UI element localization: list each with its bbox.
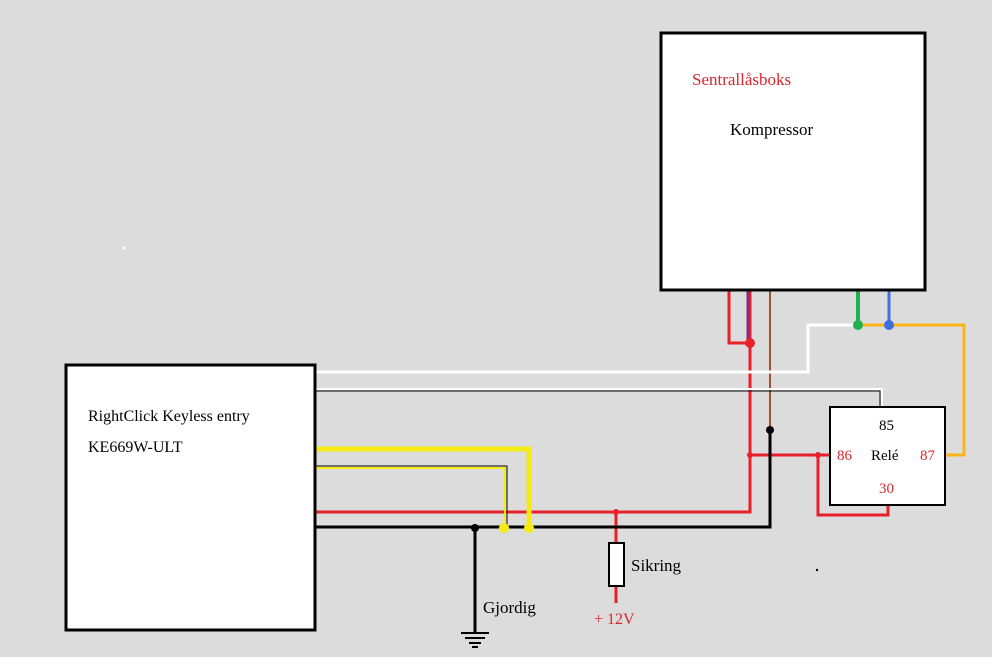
junction-red-fuse <box>613 509 619 515</box>
wire-orange <box>858 323 966 457</box>
central-box-subtitle: Kompressor <box>730 120 813 139</box>
wire-black-thin-yellow <box>315 465 508 527</box>
junction-blue <box>884 320 894 330</box>
keyless-box-line2: KE669W-ULT <box>88 439 183 456</box>
wire-thin-85 <box>315 388 883 407</box>
ground-label: Gjordig <box>483 598 536 617</box>
relay-pin-86: 86 <box>837 448 853 464</box>
fuse-label: Sikring <box>631 556 682 575</box>
junction-yellow-thick <box>524 523 534 533</box>
wire-yellow-thin <box>315 467 506 527</box>
relay-box <box>829 406 946 506</box>
fuse-symbol <box>608 542 625 587</box>
keyless-entry-box <box>64 363 317 632</box>
junction-black-ground <box>471 524 479 532</box>
speck-right <box>815 568 819 572</box>
junction-black-brown <box>766 426 774 434</box>
supply-label: + 12V <box>594 611 635 628</box>
relay-pin-30: 30 <box>879 481 894 497</box>
wire-yellow-thick <box>315 446 532 527</box>
wire-red-loop <box>727 290 750 345</box>
relay-pin-87: 87 <box>920 448 936 464</box>
junction-yellow-thin <box>499 523 509 533</box>
wire-black-main <box>315 430 772 529</box>
relay-name: Relé <box>871 448 899 464</box>
junction-green <box>853 320 863 330</box>
wire-thin-85-black <box>315 390 881 407</box>
junction-red-relay <box>815 452 821 458</box>
speck-left <box>122 246 126 250</box>
ground-icon <box>461 632 489 648</box>
junction-red-top <box>745 338 755 348</box>
keyless-box-line1: RightClick Keyless entry <box>88 408 250 425</box>
junction-red-86 <box>747 452 753 458</box>
wire-red-relay-30 <box>816 455 890 517</box>
wires <box>315 290 966 632</box>
junction-dots <box>471 320 894 533</box>
central-lock-box <box>659 31 927 292</box>
central-box-title: Sentrallåsboks <box>692 70 791 89</box>
wire-white <box>315 323 858 374</box>
relay-pin-85: 85 <box>879 418 894 434</box>
wire-red-main <box>315 343 752 514</box>
